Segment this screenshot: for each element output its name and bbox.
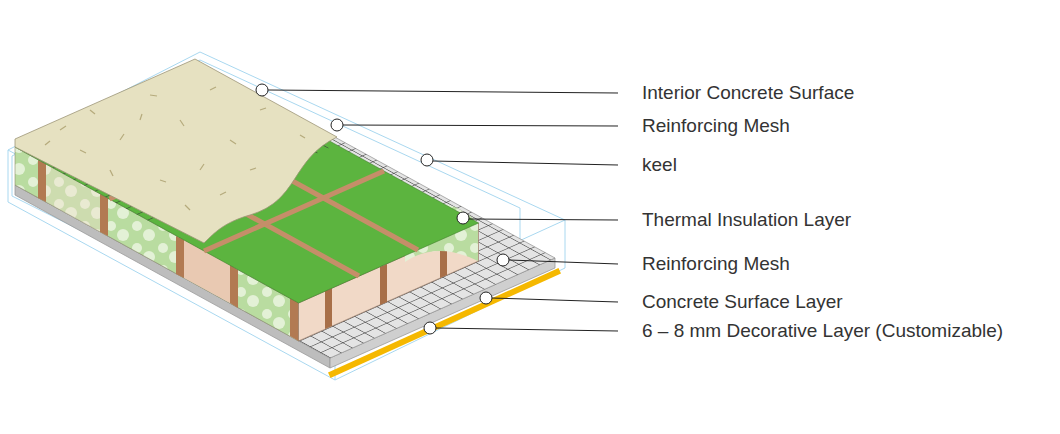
part-label: Thermal Insulation Layer — [642, 209, 1057, 231]
wireframe-outline — [8, 52, 565, 380]
part-label: Reinforcing Mesh — [642, 253, 1057, 275]
part-label: 6 – 8 mm Decorative Layer (Customizable) — [642, 320, 1057, 342]
part-label: Concrete Surface Layer — [642, 291, 1057, 313]
part-label: keel — [642, 154, 1057, 176]
part-label: Reinforcing Mesh — [642, 115, 1057, 137]
concrete-texture — [45, 87, 305, 210]
part-label: Interior Concrete Surface — [642, 82, 1057, 104]
leader-lines — [256, 84, 618, 334]
interior-concrete-surface — [15, 59, 337, 243]
